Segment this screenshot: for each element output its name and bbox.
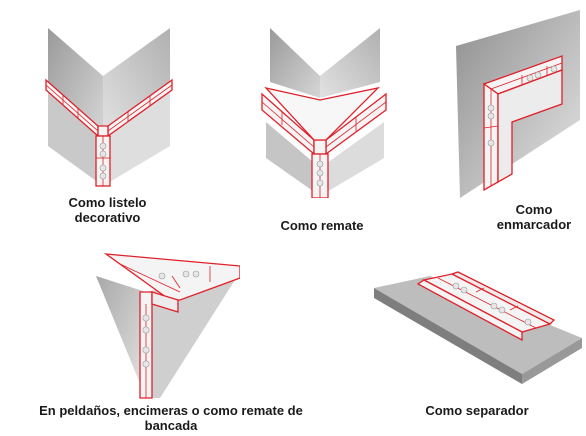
illustration-separador bbox=[372, 266, 586, 386]
caption-line: Como bbox=[515, 202, 553, 217]
caption-line: enmarcador bbox=[496, 217, 572, 232]
caption-enmarcador: Como enmarcador bbox=[484, 202, 584, 232]
illustration-listelo-decorativo bbox=[38, 18, 178, 188]
illustration-remate bbox=[252, 18, 392, 198]
caption-peldanos: En peldaños, encimeras o como remate de … bbox=[2, 403, 340, 433]
caption-line: decorativo bbox=[74, 210, 141, 225]
caption-line: Como listelo bbox=[68, 195, 147, 210]
caption-line: En peldaños, encimeras o como remate de bbox=[39, 403, 303, 418]
caption-line: Como remate bbox=[280, 218, 364, 233]
illustration-enmarcador bbox=[452, 8, 584, 200]
caption-listelo-decorativo: Como listelo decorativo bbox=[55, 195, 160, 225]
caption-line: bancada bbox=[144, 418, 198, 433]
caption-line: Como separador bbox=[425, 403, 529, 418]
caption-remate: Como remate bbox=[272, 218, 372, 233]
caption-separador: Como separador bbox=[408, 403, 546, 418]
illustration-peldanos bbox=[90, 252, 240, 400]
